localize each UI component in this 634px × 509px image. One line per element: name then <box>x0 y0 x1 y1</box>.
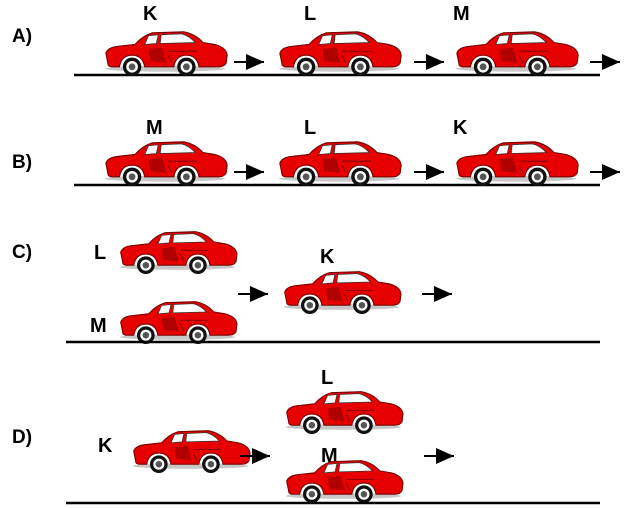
car-icon <box>119 301 238 345</box>
car-icon <box>285 460 404 504</box>
car-label: M <box>90 315 107 337</box>
car-icon <box>278 141 402 187</box>
car-label: L <box>304 117 316 139</box>
option-b: B) M L K <box>12 117 620 187</box>
car-label: L <box>304 3 316 25</box>
car-icon <box>104 141 228 187</box>
car-label: M <box>146 117 163 139</box>
car-label: K <box>143 3 158 25</box>
car-icon <box>285 391 404 435</box>
option-d-label: D) <box>12 427 32 448</box>
option-c-label: C) <box>12 242 32 263</box>
car-icon <box>283 271 402 315</box>
car-icon <box>119 231 238 275</box>
car-label: L <box>94 242 106 264</box>
car-label: K <box>98 435 113 457</box>
car-label: L <box>321 367 333 389</box>
car-icon <box>104 31 228 77</box>
option-c: C) L M K <box>12 231 600 345</box>
option-d: D) L M K <box>12 367 600 505</box>
option-a: A) K L M <box>12 3 620 77</box>
car-label: M <box>453 3 470 25</box>
car-label: K <box>320 246 335 268</box>
car-icon <box>132 430 251 474</box>
option-b-label: B) <box>12 152 32 173</box>
option-a-label: A) <box>12 26 32 47</box>
car-icon <box>455 141 579 187</box>
car-label: K <box>453 117 468 139</box>
car-icon <box>278 31 402 77</box>
car-icon <box>455 31 579 77</box>
